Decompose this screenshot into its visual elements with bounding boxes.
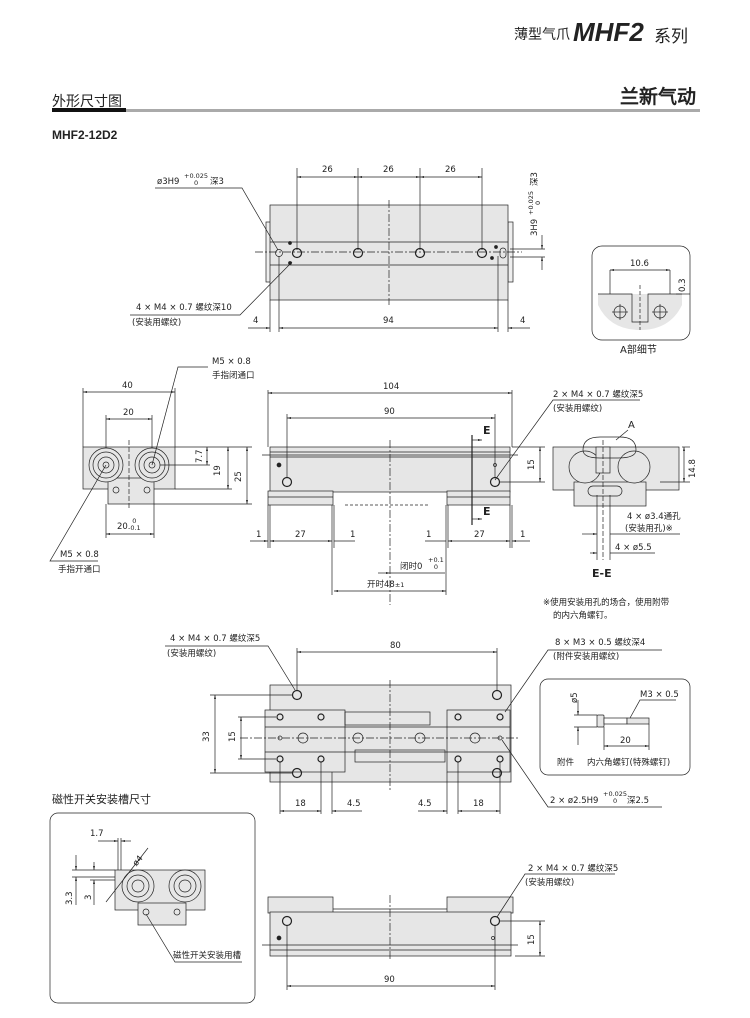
- front-dim-1a: 1: [256, 530, 262, 540]
- pin-depth: 深2.5: [627, 796, 650, 806]
- front-dim-1c: 1: [426, 530, 432, 540]
- section-mark-bottom: E: [483, 505, 491, 518]
- front-dim-1b: 1: [350, 530, 356, 540]
- rear-thread-note: (安装用螺纹): [525, 878, 575, 888]
- accessory-prefix: 附件: [557, 758, 575, 768]
- front-thread-label: 2 × M4 × 0.7 螺纹深5: [553, 390, 644, 400]
- bottom-dim-18b: 18: [473, 799, 484, 809]
- slot-dim-3-3: 3.3: [65, 891, 75, 905]
- section-title: 外形尺寸图: [52, 94, 122, 110]
- bottom-dim-33: 33: [202, 731, 212, 742]
- dim-right: 4: [520, 316, 526, 326]
- detail-a-width: 10.6: [630, 259, 649, 269]
- model-number: MHF2-12D2: [52, 128, 118, 142]
- ee-hole-note: (安装用孔)※: [625, 524, 673, 534]
- ee-note-line2: 的内六角螺钉。: [553, 611, 613, 621]
- dim-spacing-1: 26: [322, 165, 333, 175]
- open-port-label: 手指开通口: [58, 565, 101, 575]
- bottom-dim-15: 15: [228, 731, 238, 742]
- front-dim-height: 15: [527, 459, 537, 470]
- end-dim-19: 19: [213, 465, 223, 476]
- ee-cbore-label: 4 × ø5.5: [615, 543, 652, 553]
- detail-ref-a: A: [628, 420, 635, 431]
- mount-thread-note: (安装用螺纹): [132, 318, 182, 328]
- accessory-thread: M3 × 0.5: [640, 690, 679, 700]
- pin-label: 2 × ø2.5H9: [550, 796, 599, 806]
- section-mark-top: E: [483, 424, 491, 437]
- front-view: [250, 390, 640, 605]
- slot-label: 磁性开关安装用槽: [173, 951, 242, 961]
- bottom-thread-label: 4 × M4 × 0.7 螺纹深5: [170, 634, 261, 644]
- product-subtitle: 薄型气爪: [514, 27, 570, 43]
- end-dim-25: 25: [234, 471, 244, 482]
- rear-dim-holes: 90: [384, 975, 395, 985]
- pin-hole-depth: 深3: [210, 177, 224, 187]
- detail-a-view: [591, 245, 691, 341]
- pin-hole-label: ø3H9: [157, 177, 180, 187]
- front-dim-27a: 27: [295, 530, 306, 540]
- end-dim-bottom: 20: [117, 522, 128, 532]
- close-port-thread: M5 × 0.8: [212, 357, 251, 367]
- series-label: 系列: [654, 27, 688, 47]
- end-dim-width: 40: [122, 381, 133, 391]
- front-thread-note: (安装用螺纹): [553, 404, 603, 414]
- open-port-thread: M5 × 0.8: [60, 550, 99, 560]
- switch-slot-view: [49, 812, 256, 1004]
- ee-note-line1: ※使用安装用孔的场合，使用附带: [543, 598, 670, 608]
- close-port-label: 手指闭通口: [212, 371, 255, 381]
- mount-thread-label: 4 × M4 × 0.7 螺纹深10: [136, 303, 232, 313]
- bottom-dim-80: 80: [390, 641, 401, 651]
- end-dim-bottom-tolerance: 0-0.1: [128, 517, 141, 532]
- accessory-screw-view: [539, 678, 691, 776]
- brand-name: 兰新气动: [620, 86, 697, 108]
- end-view: [49, 366, 252, 562]
- front-dim-total: 104: [383, 382, 400, 392]
- switch-slot-title: 磁性开关安装槽尺寸: [52, 793, 151, 806]
- accessory-caption: 内六角螺钉(特殊螺钉): [587, 758, 671, 768]
- detail-a-caption: A部细节: [620, 345, 657, 356]
- open-stroke-label: 开时48±1: [367, 580, 405, 590]
- slot-dim-3: 3: [84, 894, 94, 900]
- rear-dim-height: 15: [527, 934, 537, 945]
- slot-dim-1-7: 1.7: [90, 829, 104, 839]
- rear-thread-label: 2 × M4 × 0.7 螺纹深5: [528, 864, 619, 874]
- top-view: [130, 168, 545, 332]
- rear-view: [262, 873, 615, 990]
- bottom-view: [165, 645, 662, 814]
- ee-dim-height: 14.8: [688, 459, 698, 478]
- side-pin-label: 3H9: [530, 218, 540, 236]
- side-pin-depth: 深3: [530, 172, 540, 186]
- dim-center: 94: [383, 316, 394, 326]
- bottom-dim-4-5b: 4.5: [418, 799, 432, 809]
- section-ee-title: E-E: [592, 567, 612, 580]
- closed-stroke-label: 闭时0: [400, 562, 423, 572]
- attach-thread-label: 8 × M3 × 0.5 螺纹深4: [555, 638, 646, 648]
- attach-thread-note: (附件安装用螺纹): [553, 652, 620, 662]
- dim-spacing-3: 26: [445, 165, 456, 175]
- section-ee-view: [552, 429, 690, 560]
- accessory-length: 20: [620, 736, 631, 746]
- bottom-dim-18a: 18: [295, 799, 306, 809]
- front-dim-holes: 90: [384, 407, 395, 417]
- series-model: MHF2: [573, 17, 644, 47]
- end-dim-7-7: 7.7: [195, 449, 205, 463]
- end-dim-pitch: 20: [123, 408, 134, 418]
- front-dim-1d: 1: [520, 530, 526, 540]
- bottom-thread-note: (安装用螺纹): [167, 649, 217, 659]
- dim-left: 4: [253, 316, 259, 326]
- section-underline: [52, 109, 700, 112]
- accessory-dia: ø5: [570, 692, 580, 703]
- front-dim-27b: 27: [474, 530, 485, 540]
- bottom-dim-4-5a: 4.5: [347, 799, 361, 809]
- ee-hole-label: 4 × ø3.4通孔: [627, 512, 681, 522]
- dim-spacing-2: 26: [383, 165, 394, 175]
- detail-a-gap: 0.3: [678, 278, 688, 292]
